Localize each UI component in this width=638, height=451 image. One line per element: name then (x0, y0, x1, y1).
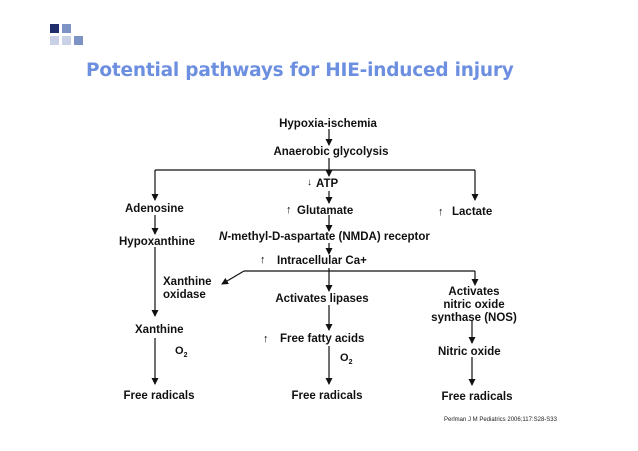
decor-square-dark (50, 24, 59, 33)
o2-mid-sub: 2 (348, 359, 353, 367)
increase-arrow-lactate-icon: ↑ (438, 206, 444, 218)
nmda-italic: N (219, 231, 228, 243)
decor-square-mid (62, 24, 71, 33)
decor-square-mid-2 (74, 36, 83, 45)
node-xanthine-oxidase: Xanthine oxidase (163, 276, 212, 302)
node-hypoxanthine: Hypoxanthine (119, 236, 196, 248)
node-adenosine: Adenosine (125, 203, 184, 215)
xanthine-oxidase-line-1: Xanthine (163, 276, 212, 288)
nos-line-2: nitric oxide (443, 299, 505, 311)
nmda-rest: -methyl-D-aspartate (NMDA) receptor (227, 231, 430, 243)
node-o2-mid: O2 (340, 352, 352, 369)
slide-title: Potential pathways for HIE-induced injur… (86, 60, 514, 81)
node-free-radicals-mid: Free radicals (291, 390, 363, 402)
citation: Perlman J M Pediatrics 2006;117:S28-S33 (444, 417, 557, 423)
increase-arrow-glutamate-icon: ↑ (286, 204, 292, 216)
node-nitric-oxide: Nitric oxide (438, 346, 501, 358)
node-anaerobic: Anaerobic glycolysis (273, 146, 389, 158)
node-xanthine: Xanthine (135, 324, 184, 336)
o2-left-letter: O (175, 345, 184, 357)
arrow-to-xanthine-oxidase (221, 270, 245, 285)
node-hypoxia: Hypoxia-ischemia (279, 118, 377, 130)
node-nos: Activates nitric oxide synthase (NOS) (431, 286, 517, 325)
nos-line-3: synthase (NOS) (431, 312, 517, 324)
xanthine-oxidase-line-2: oxidase (163, 289, 206, 301)
decor-square-light-2 (50, 36, 59, 45)
decor-square-light (62, 36, 71, 45)
node-calcium: Intracellular Ca+ (277, 255, 367, 267)
decrease-arrow-atp-icon: ↓ (307, 177, 312, 188)
node-fatty-acids: Free fatty acids (280, 333, 365, 345)
increase-arrow-fatty-icon: ↑ (263, 333, 269, 345)
node-lactate: Lactate (452, 206, 493, 218)
node-glutamate: Glutamate (297, 205, 354, 217)
node-lipases: Activates lipases (275, 293, 369, 305)
node-free-radicals-right: Free radicals (441, 391, 513, 403)
o2-mid-letter: O (340, 352, 349, 364)
node-atp: ATP (316, 178, 339, 190)
node-free-radicals-left: Free radicals (123, 390, 195, 402)
node-nmda: N-methyl-D-aspartate (NMDA) receptor (219, 231, 430, 244)
increase-arrow-calcium-icon: ↑ (260, 254, 266, 266)
node-o2-left: O2 (175, 345, 187, 362)
o2-left-sub: 2 (183, 352, 188, 360)
nos-line-1: Activates (448, 286, 500, 298)
